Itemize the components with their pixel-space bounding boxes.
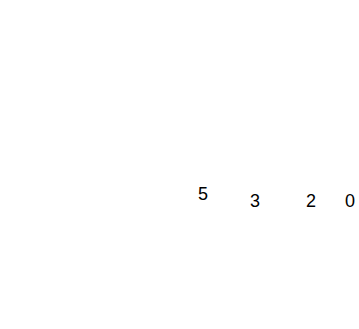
outer-ring-shape [5, 16, 327, 329]
arrow-in-red [195, 112, 278, 137]
outer-ring: 235 [5, 16, 327, 329]
score-number: 0 [345, 192, 355, 210]
flying-arrow [236, 8, 345, 72]
bullseye: 5 [108, 148, 218, 258]
middle-ring: 35 [57, 70, 273, 286]
middle-ring-shape [57, 70, 273, 286]
ring-score: 5 [198, 185, 208, 203]
bullseye-shape [108, 148, 218, 258]
ring-score: 3 [250, 192, 260, 210]
ring-score: 2 [306, 192, 316, 210]
